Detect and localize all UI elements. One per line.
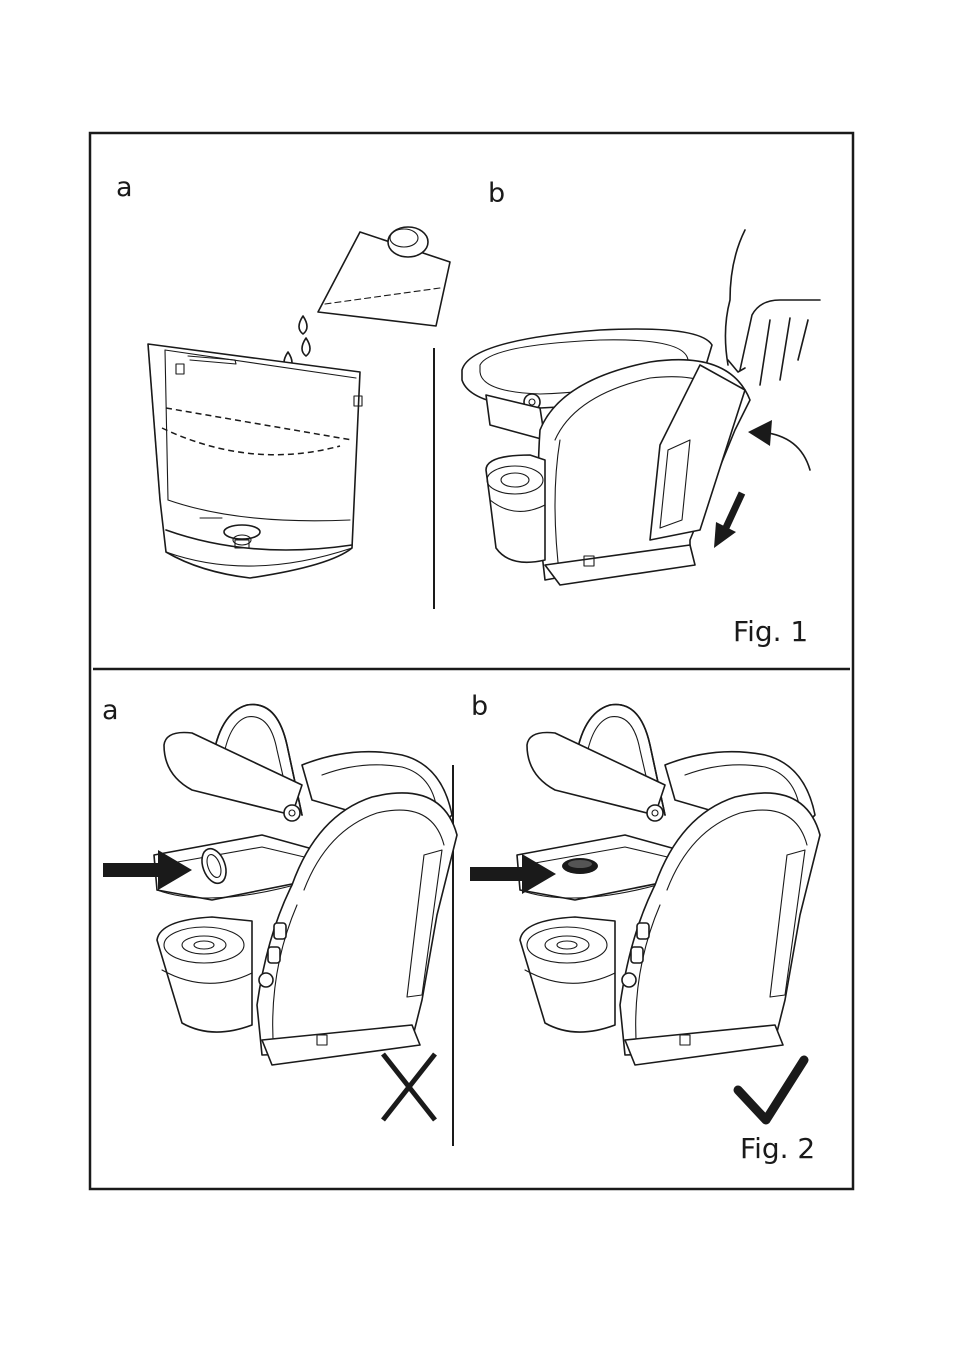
tank-insertion-icon [462,230,820,585]
water-tank-filling-icon [148,227,450,578]
check-icon [738,1060,804,1120]
cross-icon [383,1054,435,1120]
capsule-wrong-position-icon [103,705,457,1066]
capsule-correct-position-icon [470,705,820,1066]
